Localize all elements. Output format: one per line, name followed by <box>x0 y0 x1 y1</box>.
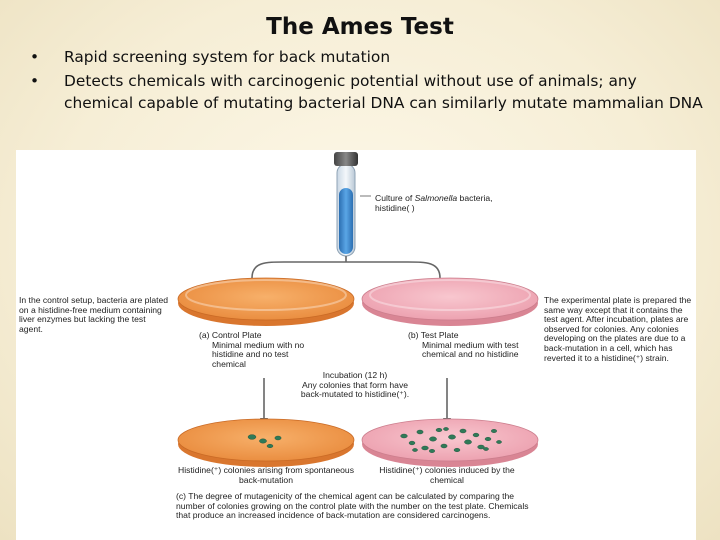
ames-test-figure: Culture of Salmonella bacteria, histidin… <box>16 150 696 540</box>
bullet-item: • Rapid screening system for back mutatio… <box>30 46 710 68</box>
experimental-setup-note: The experimental plate is prepared the s… <box>544 295 692 363</box>
incubation-note: Incubation (12 h) Any colonies that form… <box>300 370 410 400</box>
control-plate-top-icon <box>177 277 355 326</box>
test-plate-label: (b) Test Plate Minimal medium with test … <box>408 330 519 360</box>
test-plate-result-icon <box>361 418 539 467</box>
bullet-text: Detects chemicals with carcinogenic pote… <box>64 72 703 112</box>
culture-tube-icon <box>334 152 358 257</box>
test-result-label: Histidine(⁺) colonies induced by the che… <box>379 465 515 485</box>
branch-arrows <box>251 256 441 279</box>
spontaneous-colonies <box>247 434 282 449</box>
induced-colonies <box>400 427 502 453</box>
bullet-text: Rapid screening system for back mutation <box>64 48 391 66</box>
bullet-item: • Detects chemicals with carcinogenic pot… <box>30 70 710 114</box>
bullet-list: • Rapid screening system for back mutatio… <box>30 46 710 116</box>
test-plate-top-icon <box>361 277 539 326</box>
slide-title: The Ames Test <box>266 14 454 40</box>
bullet-dot: • <box>30 72 40 90</box>
control-setup-note: In the control setup, bacteria are plate… <box>19 295 169 334</box>
culture-label: Culture of Salmonella bacteria, histidin… <box>375 193 493 213</box>
figure-graphics <box>177 152 539 467</box>
bullet-dot: • <box>30 48 40 66</box>
control-result-label: Histidine(⁺) colonies arising from spont… <box>177 465 355 485</box>
control-plate-label: (a) Control Plate Minimal medium with no… <box>199 330 305 369</box>
conclusion-note: (c) The degree of mutagenicity of the ch… <box>176 491 529 521</box>
control-plate-result-icon <box>177 418 355 467</box>
